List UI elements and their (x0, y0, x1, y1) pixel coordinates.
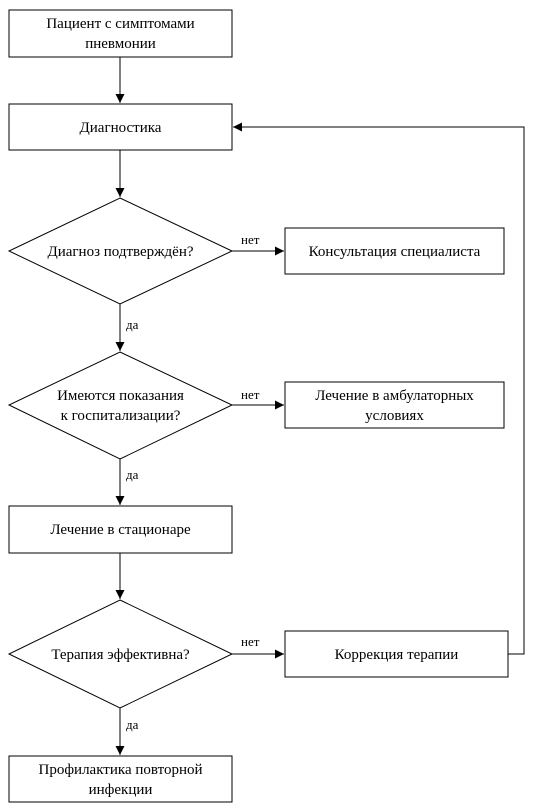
node-prevention-box (8, 755, 233, 803)
node-diagnosis-decision-shape (7, 197, 234, 305)
edge-label-effective-yes: да (126, 717, 139, 732)
node-outpatient-box (284, 381, 505, 429)
node-outpatient-line-1: Лечение в амбулаторных (315, 388, 474, 404)
edge-labels: нет да нет да нет да (126, 232, 260, 732)
node-hospital-question-line-1: Имеются показания (57, 388, 184, 404)
node-start-line-2: пневмонии (85, 36, 156, 52)
connectors (115, 57, 525, 755)
node-inpatient-label: Лечение в стационаре (50, 522, 191, 538)
node-prevention-line-2: инфекции (89, 782, 153, 798)
node-prevention-line-1: Профилактика повторной (38, 762, 202, 778)
node-inpatient-box (8, 505, 233, 554)
node-effective-decision-shape (7, 599, 234, 709)
node-hospital-question-line-2: к госпитализации? (61, 408, 181, 424)
node-specialist-label: Консультация специалиста (309, 244, 481, 260)
node-diagnosis-question: Диагноз подтверждён? (47, 244, 193, 260)
node-effective-question: Терапия эффективна? (51, 647, 190, 663)
node-start-box (8, 9, 233, 58)
edge-label-hospital-yes: да (126, 467, 139, 482)
shapes (7, 9, 509, 803)
edge-label-effective-no: нет (241, 634, 260, 649)
node-outpatient-line-2: условиях (365, 408, 424, 424)
node-specialist-box (284, 227, 505, 275)
node-start-line-1: Пациент с симптомами (46, 16, 194, 32)
edge-label-diagnosis-no: нет (241, 232, 260, 247)
node-correction-box (284, 630, 509, 678)
node-diagnostics-label: Диагностика (80, 120, 162, 136)
node-correction-label: Коррекция терапии (335, 647, 459, 663)
node-diagnostics-box (8, 103, 233, 151)
edge-label-diagnosis-yes: да (126, 317, 139, 332)
edge-correction-loop (233, 122, 525, 655)
edge-label-hospital-no: нет (241, 387, 260, 402)
node-labels: Пациент с симптомами пневмонии Диагности… (38, 16, 480, 798)
node-hospital-decision-shape (7, 351, 234, 460)
